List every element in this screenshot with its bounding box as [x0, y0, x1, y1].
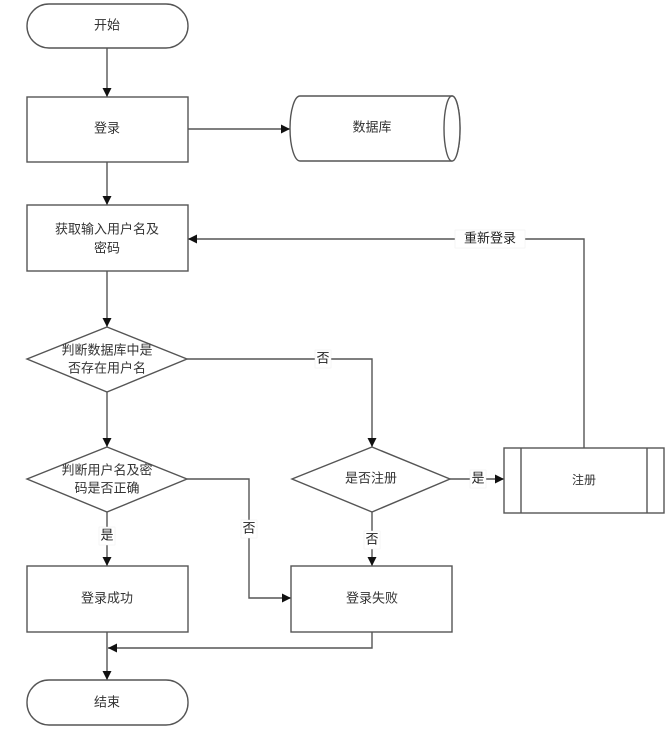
- edge-label-text: 重新登录: [464, 231, 516, 247]
- node-start: 开始: [26, 3, 189, 49]
- process-shape: [26, 204, 189, 272]
- process-shape: [26, 565, 189, 633]
- decision-shape: [25, 446, 189, 513]
- terminator-shape: [26, 679, 189, 726]
- predefined-process-shape: [503, 447, 665, 514]
- edge-label-check-credentials-yes: 是: [98, 526, 116, 546]
- node-end: 结束: [26, 679, 189, 726]
- decision-shape: [25, 326, 189, 393]
- node-check-credentials-label-line2: 码是否正确: [74, 482, 139, 497]
- node-database-label: 数据库: [352, 120, 391, 136]
- node-register: 注册: [503, 447, 665, 514]
- edges: [102, 48, 585, 680]
- edge-labels: 否 是 否 是 否 重新登录: [98, 229, 526, 550]
- node-end-label: 结束: [94, 696, 120, 711]
- node-ask-register: 是否注册: [290, 446, 452, 513]
- node-check-credentials-label-line1: 判断用户名及密: [61, 463, 152, 479]
- node-login-success: 登录成功: [26, 565, 189, 633]
- node-login-label: 登录: [94, 122, 120, 137]
- node-ask-register-label: 是否注册: [345, 472, 397, 487]
- edge-label-check-user-no: 否: [314, 349, 332, 369]
- edge-label-register-retry: 重新登录: [454, 229, 526, 249]
- node-database: 数据库: [289, 95, 461, 162]
- node-check-user-exists: 判断数据库中是 否存在用户名: [25, 326, 189, 393]
- decision-shape: [290, 446, 452, 513]
- edge-label-check-credentials-no: 否: [240, 519, 258, 539]
- node-check-user-label-line2: 否存在用户名: [68, 361, 146, 377]
- node-login-failed: 登录失败: [290, 565, 453, 633]
- process-shape: [26, 96, 189, 163]
- edge-register-to-get-input: [188, 234, 585, 448]
- edge-label-ask-register-yes: 是: [469, 469, 487, 489]
- edge-label-text: 否: [316, 352, 329, 367]
- edge-label-text: 否: [365, 533, 378, 548]
- node-register-label: 注册: [572, 472, 596, 487]
- node-login-success-label: 登录成功: [81, 592, 133, 607]
- edge-check-user-no-to-ask-register: [187, 358, 377, 447]
- node-check-user-label-line1: 判断数据库中是: [61, 343, 152, 359]
- node-login: 登录: [26, 96, 189, 163]
- node-check-credentials: 判断用户名及密 码是否正确: [25, 446, 189, 513]
- node-get-input: 获取输入用户名及 密码: [26, 204, 189, 272]
- node-start-label: 开始: [94, 19, 120, 34]
- edge-label-text: 是: [471, 472, 484, 487]
- edge-label-text: 是: [100, 529, 113, 544]
- edge-label-text: 否: [242, 522, 255, 537]
- node-get-input-label-line2: 密码: [94, 241, 120, 257]
- node-get-input-label-line1: 获取输入用户名及: [55, 222, 159, 238]
- node-login-failed-label: 登录失败: [346, 592, 398, 607]
- edge-check-credentials-no-to-failed: [187, 478, 291, 603]
- process-shape: [290, 565, 453, 633]
- database-cylinder-end: [443, 95, 461, 162]
- terminator-shape: [26, 3, 189, 49]
- edge-failed-to-end: [108, 632, 373, 653]
- edge-label-ask-register-no: 否: [363, 530, 381, 550]
